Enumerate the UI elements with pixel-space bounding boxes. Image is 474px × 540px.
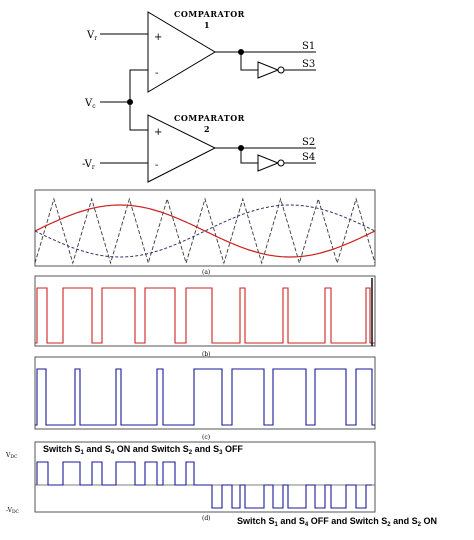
- vc-to-comp2-wire: [129, 102, 148, 131]
- inverter-1-bubble: [277, 66, 285, 74]
- panel-a-waveforms: [34, 197, 376, 265]
- comp1-to-inverter-wire: [240, 52, 258, 71]
- inverter-2: [257, 154, 280, 172]
- panel-d-output-voltage: [36, 461, 372, 509]
- comparator-1-title: COMPARATOR: [174, 9, 245, 19]
- annotation-switch-on: Switch S1 and S4 ON and Switch S2 and S3…: [43, 444, 243, 456]
- panel-b-pulse-train: [35, 287, 375, 344]
- junction-comp1-out: [238, 49, 244, 55]
- reference-sine-positive: [34, 204, 376, 258]
- comp1-minus-sign: -: [155, 68, 158, 79]
- vr-top-label: Vr: [86, 30, 97, 42]
- inverter-2-bubble: [277, 159, 285, 167]
- output-s1-label: S1: [302, 41, 315, 52]
- vc-to-comp1-wire: [129, 69, 148, 102]
- panel-a-frame: [34, 189, 376, 267]
- reference-sine-negative: [34, 204, 376, 258]
- comp2-minus-sign: -: [155, 160, 158, 171]
- panel-d-ytick-vdc: VDC: [5, 452, 18, 460]
- annotation-switch-off: Switch S1 and S4 OFF and Switch S2 and S…: [237, 516, 437, 528]
- comparator-2-number: 2: [204, 124, 210, 134]
- panel-a-caption: (a): [202, 269, 210, 276]
- panel-c-caption: (c): [202, 434, 210, 441]
- comparator-2-triangle: [147, 114, 217, 183]
- panel-d-ytick-neg-vdc: -VDC: [6, 507, 20, 515]
- panel-d-caption: (d): [202, 515, 211, 522]
- junction-comp2-out: [238, 145, 244, 151]
- panel-c-pulse-train: [35, 368, 375, 426]
- comp1-plus-sign: +: [154, 32, 162, 43]
- vr-bottom-label: -Vr: [82, 159, 95, 171]
- carrier-triangle-wave: [34, 197, 376, 265]
- comp2-to-inverter-wire: [240, 148, 258, 164]
- panel-b-caption: (b): [202, 351, 211, 358]
- inverter-1: [257, 61, 280, 79]
- junction-vc: [127, 99, 133, 105]
- output-s3-label: S3: [302, 59, 315, 70]
- comparator-1-triangle: [147, 11, 216, 93]
- output-s2-label: S2: [302, 137, 315, 148]
- comp2-plus-sign: +: [154, 127, 162, 138]
- panel-b-frame: [34, 275, 376, 347]
- output-s4-label: S4: [302, 152, 315, 163]
- comparator-circuit: [100, 11, 316, 183]
- panel-c-frame: [34, 356, 376, 430]
- comparator-2-title: COMPARATOR: [174, 113, 245, 123]
- comparator-1-number: 1: [204, 20, 210, 30]
- vc-label: Vc: [84, 98, 96, 110]
- panel-d-frame: [34, 441, 376, 513]
